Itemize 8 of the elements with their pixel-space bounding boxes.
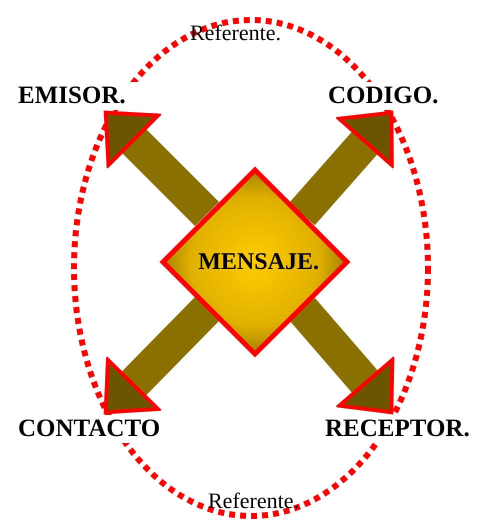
arrow <box>289 298 394 414</box>
message-label: MENSAJE. <box>198 248 319 276</box>
message-diamond <box>160 167 350 357</box>
referent-label: Referente. <box>190 20 281 46</box>
arrow <box>289 110 394 226</box>
referent-label: Referente. <box>208 488 299 514</box>
arrow <box>104 297 220 414</box>
arrow <box>104 110 220 226</box>
